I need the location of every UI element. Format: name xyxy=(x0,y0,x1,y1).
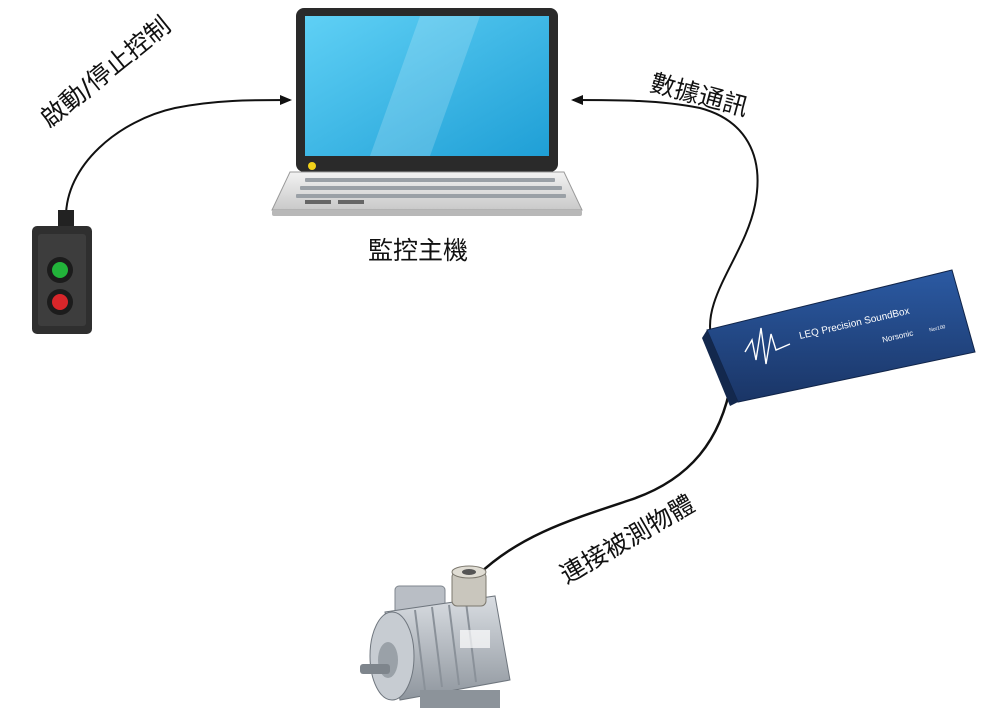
cable-data xyxy=(571,95,759,341)
power-led xyxy=(308,162,316,170)
cable-control xyxy=(64,95,292,221)
stop-button-indicator xyxy=(52,294,68,310)
cable-sensor xyxy=(477,377,734,576)
soundbox-tag-text: Nor100 xyxy=(929,324,947,334)
waveform-icon xyxy=(744,327,791,365)
start-stop-control-box xyxy=(32,210,92,334)
laptop xyxy=(271,8,583,216)
accelerometer-sensor xyxy=(451,565,487,607)
label-host: 監控主機 xyxy=(368,236,469,265)
motor-under-test xyxy=(360,565,511,708)
soundbox-device: LEQ Precision SoundBox Norsonic Nor100 xyxy=(702,269,976,406)
start-button-indicator xyxy=(52,262,68,278)
